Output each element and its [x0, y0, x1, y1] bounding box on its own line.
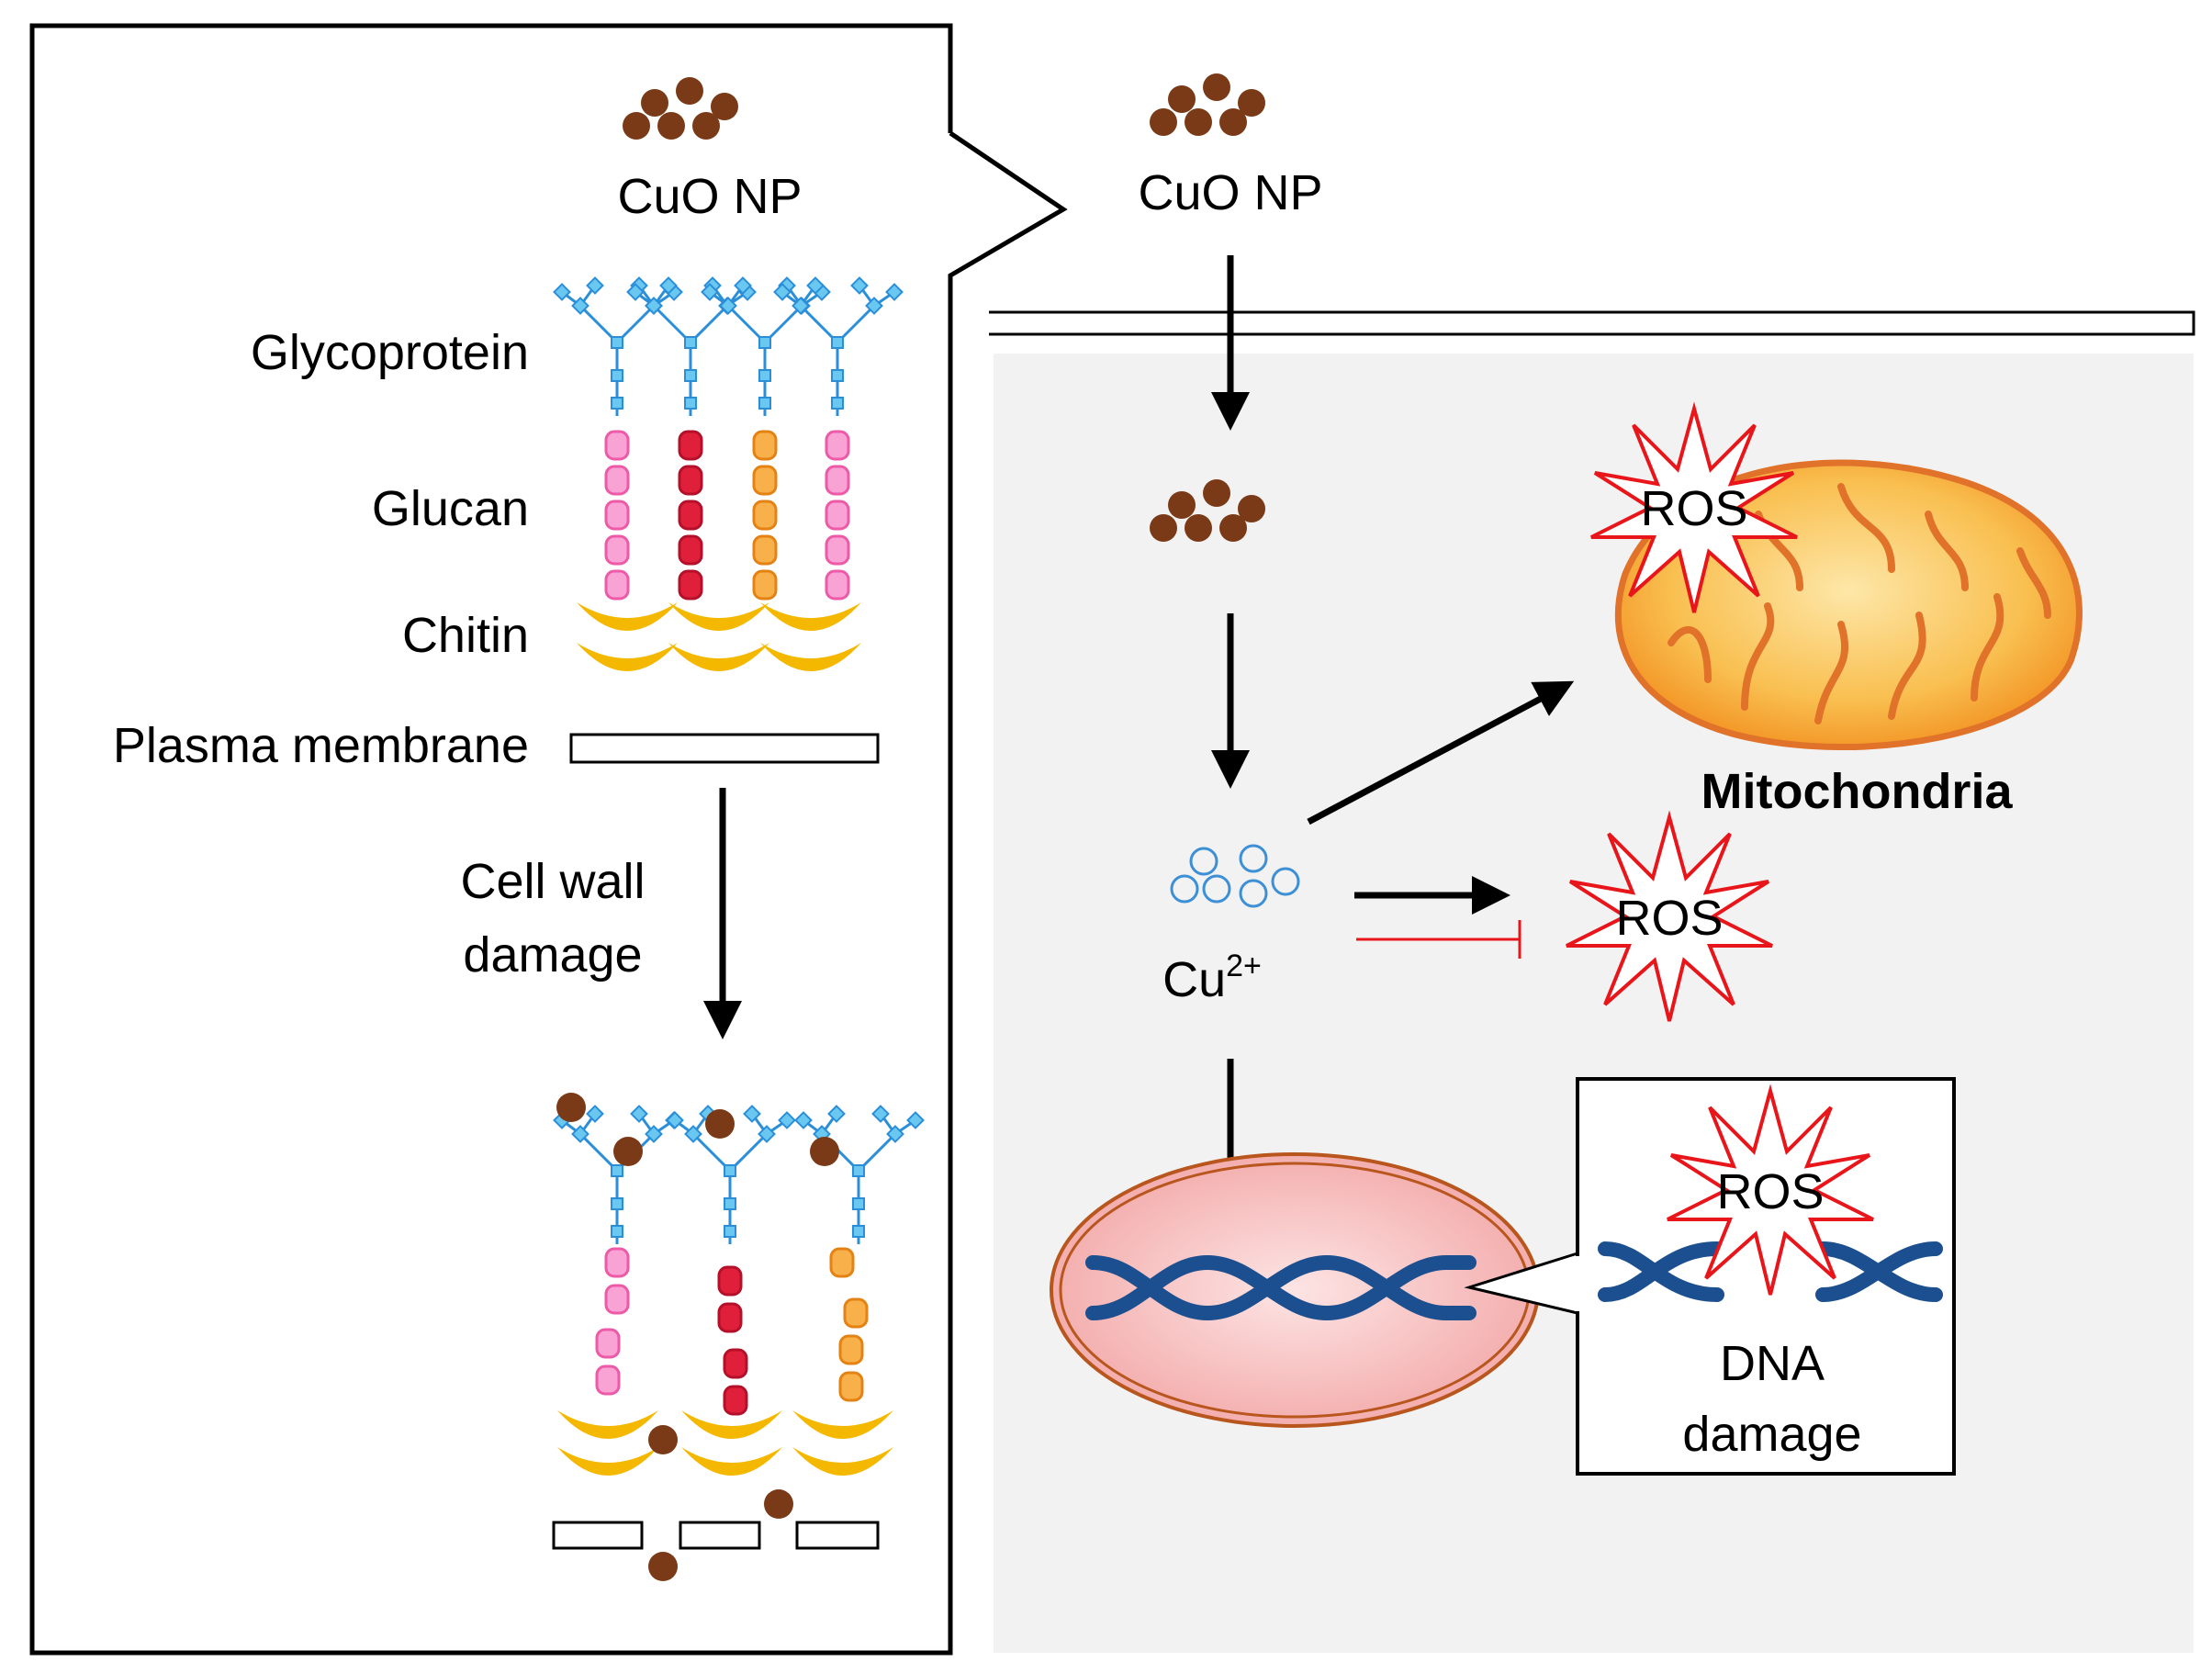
- ros-inhibition-symbol: [1356, 920, 1521, 959]
- cell-wall-panel: CuO NP Glycoprotein Glucan Chitin Plasma…: [29, 23, 1068, 1656]
- plasma-membrane: [569, 733, 880, 764]
- callout-frame: [29, 23, 1068, 1656]
- cell-wall-damage-label: Cell wall: [460, 854, 645, 909]
- ros-label-dna: ROS: [1716, 1164, 1824, 1219]
- broken-dna-helix: [1598, 1241, 1943, 1302]
- dna-helix: [1085, 1254, 1477, 1321]
- mitochondria-arrow: [1307, 680, 1575, 825]
- cuo-np-outside-label: CuO NP: [1138, 165, 1322, 220]
- cell-membrane-line: [989, 310, 2195, 336]
- glucan-label: Glucan: [372, 481, 529, 536]
- damaged-cell-wall: [552, 1093, 925, 1581]
- cuo-np-label: CuO NP: [617, 169, 802, 224]
- cell-wall-damage-label-2: damage: [463, 927, 642, 982]
- cell-panel: CuO NP Cu2+: [989, 73, 2195, 1653]
- dna-callout-pointer: [1464, 1252, 1578, 1315]
- ros-label-cytoplasm: ROS: [1615, 891, 1723, 946]
- chitin-label: Chitin: [402, 608, 529, 663]
- dna-damage-label: DNA: [1720, 1336, 1825, 1391]
- copper-ion-cluster: [1170, 844, 1300, 908]
- glucan-layer: [604, 430, 850, 601]
- ros-label-mitochondria: ROS: [1640, 481, 1747, 536]
- scattered-nanoparticles: [556, 1093, 839, 1581]
- nucleus: [1050, 1152, 1540, 1428]
- dna-damage-label-2: damage: [1682, 1407, 1861, 1462]
- mitochondria-label: Mitochondria: [1701, 764, 2014, 819]
- glycoprotein-label: Glycoprotein: [251, 325, 529, 380]
- copper-ion-label: Cu2+: [1162, 949, 1262, 1007]
- plasma-membrane-label: Plasma membrane: [113, 718, 529, 773]
- cuo-nanoparticle-cluster-outside: [1150, 73, 1265, 136]
